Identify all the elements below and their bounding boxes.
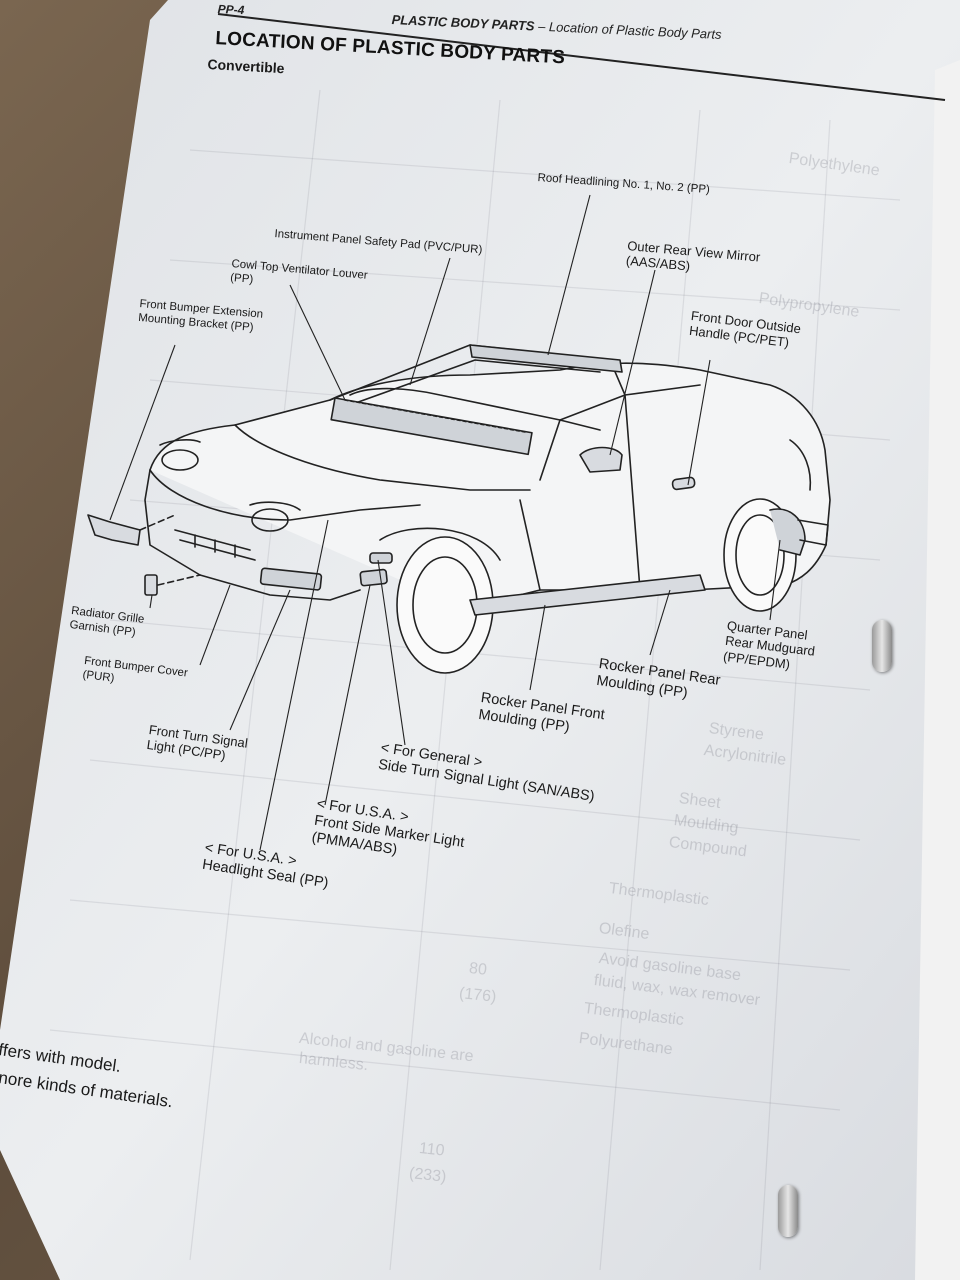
page-number: PP-4: [217, 2, 245, 18]
bleed-text: (176): [458, 985, 498, 1006]
car-illustration: [87, 344, 831, 674]
binder-ring-bottom: [778, 1185, 798, 1237]
header-rule: [217, 13, 946, 101]
bleed-text: 80: [468, 960, 488, 979]
bleed-text: (233): [408, 1165, 448, 1186]
header-separator: –: [534, 18, 550, 35]
binder-ring-top: [872, 620, 892, 672]
bleed-text: 110: [418, 1140, 446, 1160]
leader-lines: [109, 194, 781, 851]
bleed-through-grid: [49, 89, 901, 1271]
next-page-edge: [915, 60, 960, 1280]
